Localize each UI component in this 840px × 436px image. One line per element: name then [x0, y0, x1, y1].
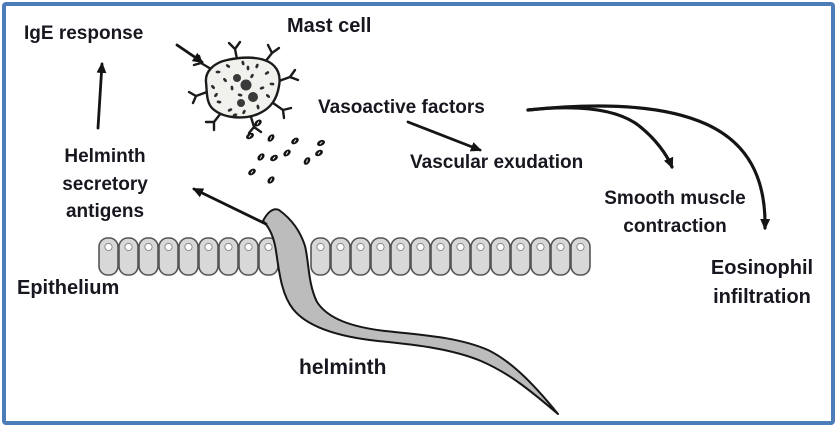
released-granules: [246, 119, 325, 184]
label-smooth-muscle-contraction: Smooth muscle contraction: [575, 185, 775, 240]
figure-frame: [2, 2, 835, 425]
arrow-vasoactive-to-exudation: [406, 120, 482, 152]
label-smooth-muscle-line2: contraction: [623, 215, 727, 237]
helminth-worm: [262, 208, 559, 415]
epithelium-cells: [98, 237, 591, 276]
mast-cell-graphic: [187, 40, 300, 135]
label-eosinophil-line1: Eosinophil: [710, 257, 814, 279]
label-antigens-line2: secretory: [62, 173, 148, 195]
label-ige-response: IgE response: [24, 23, 144, 44]
arrow-ige-to-mastcell: [175, 43, 204, 64]
label-smooth-muscle-line1: Smooth muscle: [604, 188, 746, 209]
label-helminth-secretory-antigens: Helminth secretory antigens: [25, 143, 185, 226]
arrows: [96, 43, 771, 230]
label-mast-cell: Mast cell: [287, 15, 372, 37]
label-epithelium: Epithelium: [17, 277, 120, 299]
arrow-antigens-to-ige: [96, 62, 107, 130]
label-eosinophil-infiltration: Eosinophil infiltration: [662, 254, 840, 312]
arrow-worm-to-antigens: [192, 187, 268, 226]
label-vascular-exudation: Vascular exudation: [410, 152, 584, 173]
label-eosinophil-line2: infiltration: [713, 286, 811, 308]
label-vasoactive-factors: Vasoactive factors: [318, 97, 485, 118]
arrow-vasoactive-to-eosinophil: [526, 104, 771, 230]
label-helminth: helminth: [299, 356, 387, 379]
label-antigens-line3: antigens: [65, 201, 145, 223]
label-antigens-line1: Helminth: [64, 146, 146, 167]
